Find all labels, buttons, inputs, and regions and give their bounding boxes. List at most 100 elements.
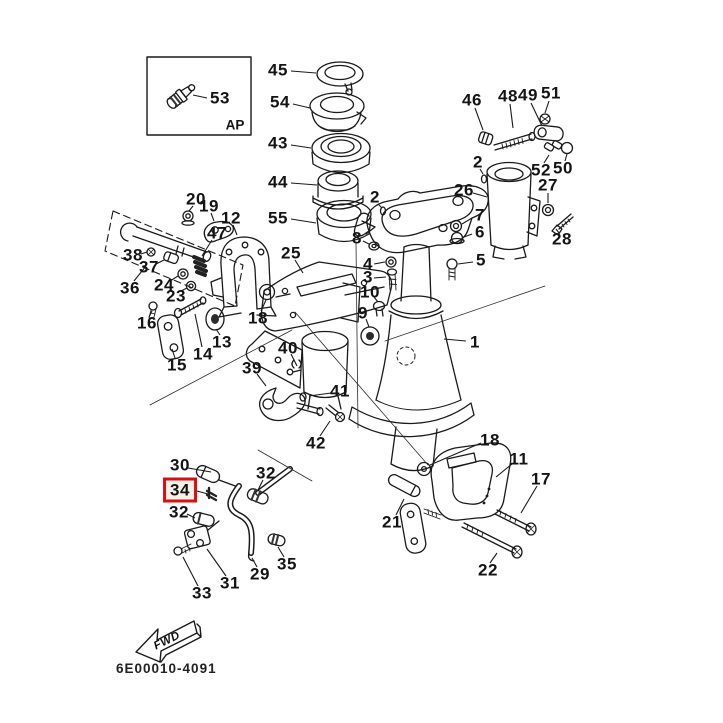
part-label-10[interactable]: 10 (360, 282, 380, 302)
tilt-lock-lever-39-part (259, 359, 346, 423)
part-label-22[interactable]: 22 (478, 560, 498, 580)
part-label-27[interactable]: 27 (538, 175, 558, 195)
part-label-29[interactable]: 29 (250, 564, 270, 584)
leader-line-33 (182, 556, 199, 587)
part-label-31[interactable]: 31 (220, 573, 240, 593)
part-label-43[interactable]: 43 (268, 133, 288, 153)
part-label-35[interactable]: 35 (277, 554, 297, 574)
part-label-21[interactable]: 21 (382, 512, 402, 532)
leader-line-15 (171, 348, 176, 359)
part-label-7[interactable]: 7 (475, 205, 485, 225)
part-label-42[interactable]: 42 (306, 433, 326, 453)
part-label-14[interactable]: 14 (193, 344, 213, 364)
part-label-25[interactable]: 25 (281, 243, 301, 263)
part-label-45[interactable]: 45 (268, 60, 288, 80)
leader-line-52 (543, 154, 550, 164)
leader-line-25 (294, 259, 304, 274)
leader-line-42 (319, 420, 331, 437)
part-label-53[interactable]: 53 (210, 88, 230, 108)
part-label-39[interactable]: 39 (242, 358, 262, 378)
part-label-18-2[interactable]: 18 (480, 430, 500, 450)
stern-bracket-25-part (245, 261, 393, 410)
leader-line-43 (290, 144, 312, 149)
leader-line-35 (277, 546, 285, 558)
leader-line-21 (395, 498, 405, 516)
leader-line-53 (192, 94, 208, 99)
inset-ap-label: AP (225, 117, 245, 133)
part-label-34[interactable]: 34 (163, 477, 197, 503)
part-label-3[interactable]: 3 (363, 267, 373, 287)
inset-box (146, 56, 252, 136)
part-label-18[interactable]: 18 (248, 308, 268, 328)
part-label-41[interactable]: 41 (330, 381, 350, 401)
mount-housing-43-part (311, 132, 371, 174)
part-label-8[interactable]: 8 (352, 228, 362, 248)
part-label-54[interactable]: 54 (270, 92, 290, 112)
part-label-13[interactable]: 13 (212, 332, 232, 352)
tiller-handle-36-part (104, 210, 244, 307)
upper-casing-1-part (348, 243, 475, 472)
leader-line-34 (196, 490, 209, 495)
part-label-12[interactable]: 12 (221, 208, 241, 228)
leader-line-31 (206, 548, 227, 577)
part-label-28[interactable]: 28 (552, 229, 572, 249)
leader-line-1 (443, 338, 467, 342)
leader-line-49 (530, 102, 543, 127)
leader-line-44 (290, 182, 318, 186)
part-label-32[interactable]: 32 (256, 463, 276, 483)
part-label-17[interactable]: 17 (531, 469, 551, 489)
part-label-40[interactable]: 40 (278, 338, 298, 358)
part-label-33[interactable]: 33 (192, 583, 212, 603)
part-label-47[interactable]: 47 (207, 223, 227, 243)
leader-line-6 (463, 233, 473, 238)
part-label-11[interactable]: 11 (509, 449, 529, 469)
part-label-24[interactable]: 24 (154, 275, 174, 295)
part-label-51[interactable]: 51 (541, 83, 561, 103)
part-label-2-2[interactable]: 2 (370, 187, 380, 207)
leader-line-23 (180, 287, 188, 292)
part-label-26[interactable]: 26 (454, 180, 474, 200)
leader-line-32 (257, 479, 264, 491)
part-label-4[interactable]: 4 (363, 254, 373, 274)
part-label-15[interactable]: 15 (167, 355, 187, 375)
swivel-bracket-12-part (210, 236, 277, 318)
part-label-46[interactable]: 46 (462, 90, 482, 110)
part-label-19[interactable]: 19 (199, 196, 219, 216)
leader-line-55 (290, 218, 317, 224)
clamp-ring-45-part (316, 61, 364, 96)
part-label-1[interactable]: 1 (470, 332, 480, 352)
leader-line-4 (373, 261, 386, 265)
spring-47-part (192, 255, 208, 277)
leader-line-2 (479, 168, 484, 175)
leader-line-46 (474, 107, 484, 131)
leader-line-41 (308, 392, 332, 397)
leader-line-51 (544, 100, 550, 114)
leader-line-3 (373, 276, 387, 279)
part-label-16[interactable]: 16 (137, 313, 157, 333)
part-label-32-2[interactable]: 32 (169, 502, 189, 522)
part-label-48[interactable]: 48 (498, 86, 518, 106)
construction-lines (149, 241, 546, 482)
leader-line-38 (140, 251, 148, 255)
part-label-20[interactable]: 20 (186, 189, 206, 209)
part-label-30[interactable]: 30 (170, 455, 190, 475)
part-label-55[interactable]: 55 (268, 208, 288, 228)
leader-line-18-2 (429, 442, 482, 466)
part-label-2[interactable]: 2 (473, 152, 483, 172)
part-label-49[interactable]: 49 (518, 85, 538, 105)
part-label-36[interactable]: 36 (120, 278, 140, 298)
leader-line-10 (373, 296, 379, 303)
part-label-44[interactable]: 44 (268, 172, 288, 192)
part-label-37[interactable]: 37 (139, 257, 159, 277)
leader-line-5 (457, 261, 474, 265)
part-label-5[interactable]: 5 (476, 250, 486, 270)
swivel-tube-26-part (486, 161, 541, 260)
part-label-9[interactable]: 9 (358, 303, 368, 323)
part-label-50[interactable]: 50 (553, 158, 573, 178)
leader-line-47 (201, 239, 213, 257)
part-label-52[interactable]: 52 (531, 160, 551, 180)
part-label-6[interactable]: 6 (475, 222, 485, 242)
part-label-23[interactable]: 23 (166, 286, 186, 306)
part-label-38[interactable]: 38 (123, 245, 143, 265)
leader-line-28 (555, 228, 560, 234)
